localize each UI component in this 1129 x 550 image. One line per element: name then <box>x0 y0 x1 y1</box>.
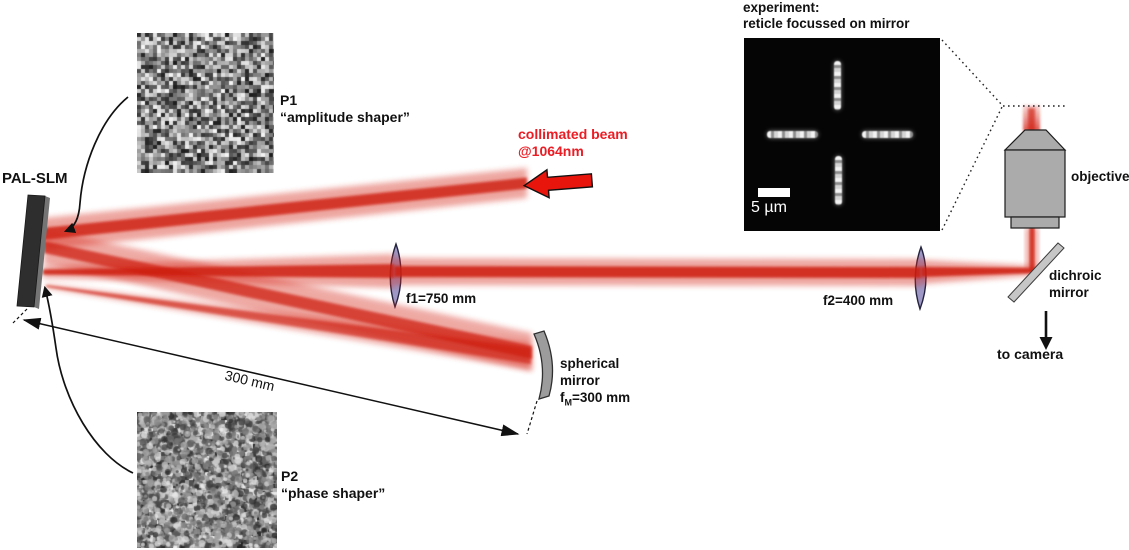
camera-arrow <box>1040 311 1053 350</box>
experiment-inset-image: 5 µm <box>744 38 940 231</box>
collimated-beam-line2: @1064nm <box>518 143 628 160</box>
spherical-mirror-shape <box>534 331 553 399</box>
spherical-mirror-label: spherical mirror fM=300 mm <box>560 355 630 409</box>
dichroic-label: dichroic mirror <box>1049 267 1102 301</box>
spherical-mirror-line1: spherical <box>560 355 630 372</box>
reticle-segment <box>835 156 842 205</box>
experiment-line1: experiment: <box>743 0 910 16</box>
p1-pattern-image <box>137 33 274 173</box>
p1-subtitle: “amplitude shaper” <box>280 109 410 126</box>
objective-label: objective <box>1071 169 1129 185</box>
collimated-beam-line1: collimated beam <box>518 126 628 143</box>
experiment-label: experiment: reticle focussed on mirror <box>743 0 910 32</box>
p2-subtitle: “phase shaper” <box>281 485 385 502</box>
experiment-line2: reticle focussed on mirror <box>743 16 910 32</box>
p2-label: P2 “phase shaper” <box>281 468 385 502</box>
reticle-segment <box>834 61 841 110</box>
dichroic-line1: dichroic <box>1049 267 1102 284</box>
p2-pointer-arrow <box>45 288 133 473</box>
f1-label: f1=750 mm <box>406 291 476 307</box>
spherical-mirror-focal: fM=300 mm <box>560 389 630 409</box>
objective-shape <box>1005 130 1065 228</box>
slm-label: PAL-SLM <box>2 170 68 188</box>
dichroic-line2: mirror <box>1049 284 1102 301</box>
p1-label: P1 “amplitude shaper” <box>280 92 410 126</box>
scale-bar-label: 5 µm <box>751 199 787 217</box>
collimated-beam-label: collimated beam @1064nm <box>518 126 628 160</box>
f2-label: f2=400 mm <box>823 293 893 309</box>
f-subscript: M <box>565 398 573 408</box>
p2-pattern-image <box>137 412 277 548</box>
reticle-segment <box>767 131 818 138</box>
scale-bar <box>758 188 790 197</box>
spherical-mirror-line2: mirror <box>560 372 630 389</box>
beam-direction-arrow <box>523 166 593 199</box>
to-camera-label: to camera <box>997 346 1063 363</box>
f-value: =300 mm <box>572 390 630 405</box>
reticle-segment <box>862 131 913 138</box>
p1-title: P1 <box>280 92 410 109</box>
p2-title: P2 <box>281 468 385 485</box>
